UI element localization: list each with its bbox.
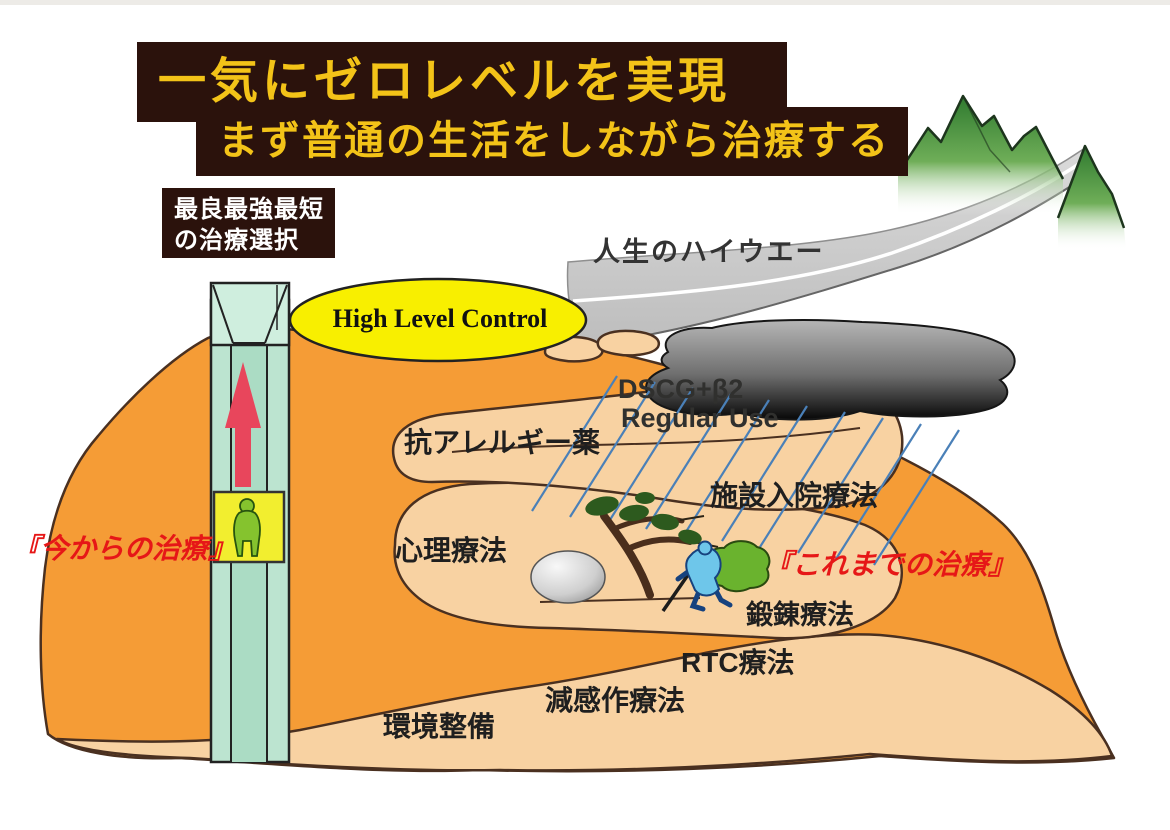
dscg-label: DSCG+β2 xyxy=(618,374,744,404)
tree-icon xyxy=(585,492,719,599)
elevator-shaft-top xyxy=(209,281,291,347)
highway-label: 人生のハイウエー xyxy=(593,237,825,267)
storm-cloud-icon xyxy=(645,319,1016,421)
mountain-peaks-icon xyxy=(896,94,1126,250)
label-environment: 環境整備 xyxy=(383,711,496,742)
elevator-car xyxy=(212,490,286,564)
selector-line-1: 最良最強最短 xyxy=(174,196,324,223)
selector-line-2: の治療選択 xyxy=(174,227,299,255)
hiker-icon xyxy=(661,540,733,612)
rain-lines xyxy=(531,375,960,566)
annotation-future-treatment: 『今からの治療』 xyxy=(12,534,237,565)
elevator-person-icon xyxy=(233,498,261,557)
elevator xyxy=(209,281,291,764)
regular-use-label: Regular Use xyxy=(621,403,779,433)
label-anti-allergy: 抗アレルギー薬 xyxy=(404,427,601,458)
label-desensitization: 減感作療法 xyxy=(545,685,686,716)
annotation-past-treatment: 『これまでの治療』 xyxy=(764,550,1017,581)
treatment-path xyxy=(55,329,1114,772)
page-top-edge xyxy=(0,0,1170,5)
treatment-selector-box: 最良最強最短 の治療選択 xyxy=(162,188,335,258)
up-arrow-icon xyxy=(225,362,261,487)
rock-icon xyxy=(530,550,701,604)
high-level-control-label: High Level Control xyxy=(332,304,548,333)
title-line-2: まず普通の生活をしながら治療する xyxy=(196,107,908,176)
label-hospitalization: 施設入院療法 xyxy=(710,480,879,511)
label-training: 鍛錬療法 xyxy=(746,600,854,630)
label-psychotherapy: 心理療法 xyxy=(395,535,508,566)
label-rtc: RTC療法 xyxy=(681,647,795,678)
